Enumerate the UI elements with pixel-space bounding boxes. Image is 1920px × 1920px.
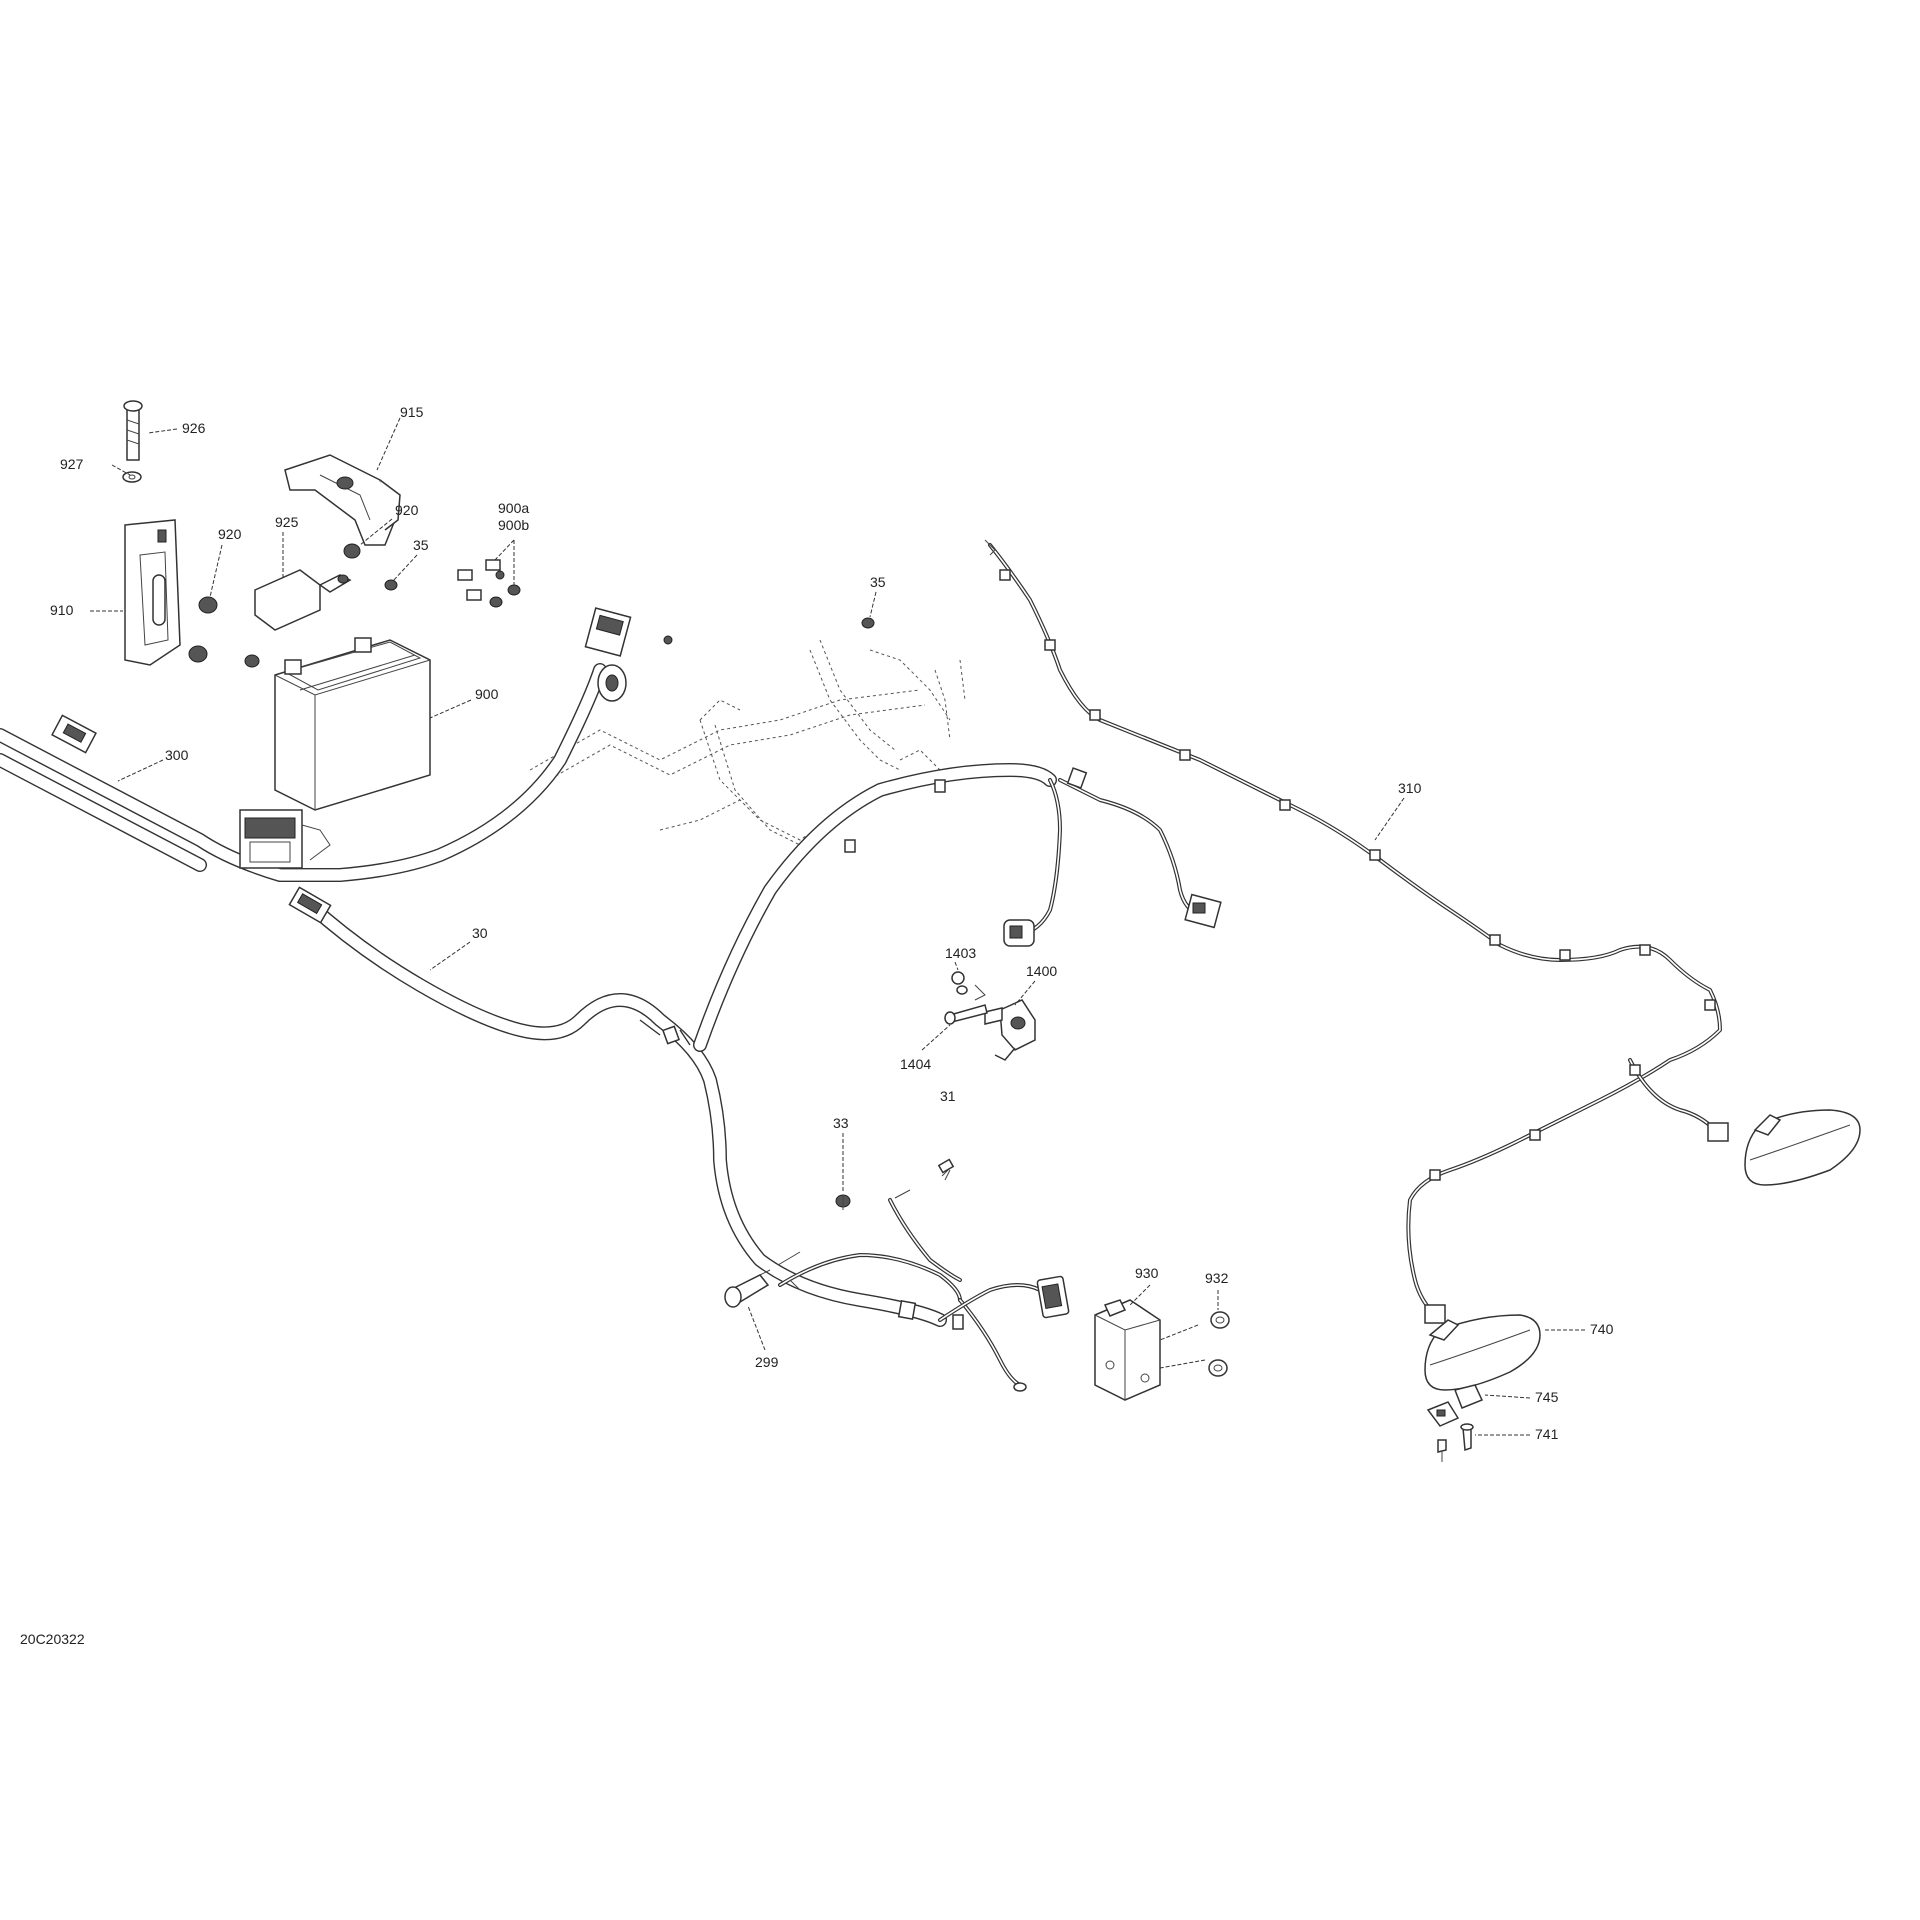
module-930 xyxy=(1094,1299,1161,1401)
bolt-926 xyxy=(123,400,143,461)
harness-30 xyxy=(288,763,1222,1327)
callout-300: 300 xyxy=(165,747,189,763)
bracket-915 xyxy=(284,454,401,546)
callout-310: 310 xyxy=(1398,780,1422,796)
nuts-932 xyxy=(1208,1311,1230,1377)
callout-33: 33 xyxy=(833,1115,849,1131)
rear-light-upper xyxy=(1744,1109,1861,1186)
battery-cover-925 xyxy=(254,569,352,631)
callout-915: 915 xyxy=(400,404,424,420)
callout-910: 910 xyxy=(50,602,74,618)
callout-labels: 926 927 915 920 920 925 900a 900b 35 35 … xyxy=(50,404,1614,1442)
callout-932: 932 xyxy=(1205,1270,1229,1286)
nut-33 xyxy=(835,1194,851,1210)
sensor-1400 xyxy=(984,999,1036,1061)
callout-900a: 900a xyxy=(498,500,529,516)
battery-900 xyxy=(274,637,431,811)
drawing-code: 20C20322 xyxy=(20,1631,85,1647)
callout-31: 31 xyxy=(940,1088,956,1104)
callout-741: 741 xyxy=(1535,1426,1559,1442)
washer-927 xyxy=(122,471,142,483)
callout-925: 925 xyxy=(275,514,299,530)
frame-phantom xyxy=(529,639,966,851)
callout-1400: 1400 xyxy=(1026,963,1057,979)
callout-299: 299 xyxy=(755,1354,779,1370)
callout-740: 740 xyxy=(1590,1321,1614,1337)
callout-1403: 1403 xyxy=(945,945,976,961)
rear-light-lower xyxy=(1424,1314,1541,1391)
main-harness-300 xyxy=(0,607,632,882)
callout-926: 926 xyxy=(182,420,206,436)
callout-930: 930 xyxy=(1135,1265,1159,1281)
leader-lines xyxy=(90,417,1585,1436)
callout-927: 927 xyxy=(60,456,84,472)
nuts xyxy=(188,543,875,668)
harness-310 xyxy=(984,539,1729,1324)
screw-741 xyxy=(1437,1423,1474,1462)
bracket-910 xyxy=(124,519,181,666)
callout-900: 900 xyxy=(475,686,499,702)
callout-1404: 1404 xyxy=(900,1056,931,1072)
sensor-299 xyxy=(724,1251,801,1308)
callout-30: 30 xyxy=(472,925,488,941)
screw-1404 xyxy=(944,1004,988,1025)
callout-900b: 900b xyxy=(498,517,529,533)
callout-920-upper: 920 xyxy=(395,502,419,518)
lower-harness xyxy=(778,1158,1070,1392)
callout-35-upper: 35 xyxy=(413,537,429,553)
bracket-745 xyxy=(1426,1384,1484,1427)
callout-35-right: 35 xyxy=(870,574,886,590)
callout-920-left: 920 xyxy=(218,526,242,542)
callout-745: 745 xyxy=(1535,1389,1559,1405)
terminal-bolts xyxy=(457,559,521,608)
screw-1403 xyxy=(951,971,986,1001)
